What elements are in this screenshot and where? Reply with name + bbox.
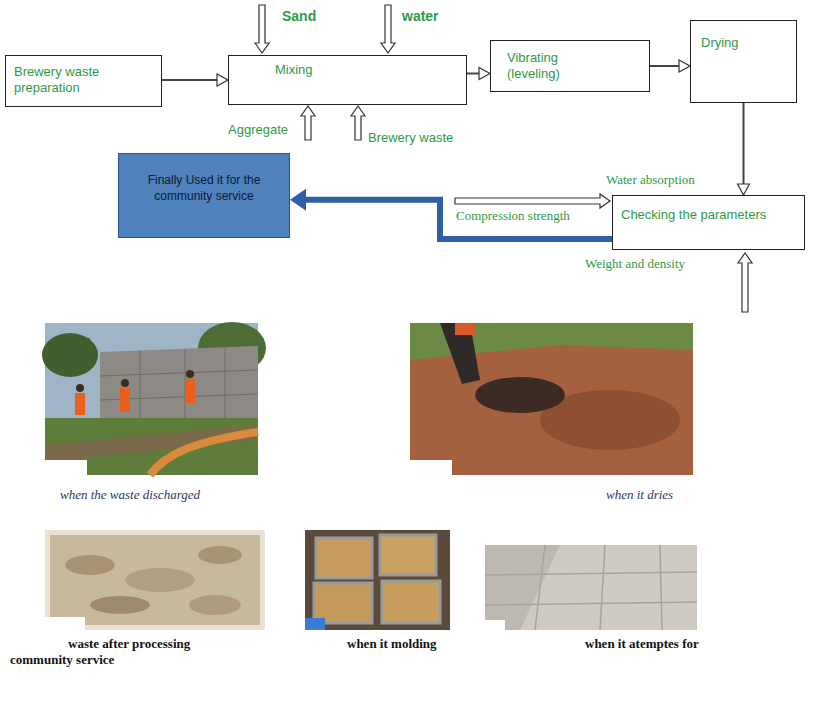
process-box: Drying (690, 20, 797, 103)
node-text: Vibrating (leveling) (507, 50, 597, 82)
input-arrows (255, 5, 752, 312)
node-text: Brewery waste preparation (14, 64, 153, 96)
process-box: Vibrating (leveling) (490, 40, 650, 92)
photo-caption: when it molding (347, 636, 437, 652)
flow-arrow (467, 73, 479, 75)
photo-caption: when it dries (606, 487, 673, 503)
node-text: Finally Used it for the community servic… (129, 172, 279, 204)
photo-caption: waste after processing (68, 636, 190, 652)
weight-arrow (738, 253, 752, 312)
process-box: Brewery waste preparation (5, 55, 162, 107)
process-box: Checking the parameters (612, 195, 805, 250)
node-text: Drying (701, 35, 788, 51)
node-text: Mixing (275, 62, 458, 78)
flow-arrow (743, 103, 745, 184)
node-text: Checking the parameters (621, 207, 796, 223)
compression-arrow (455, 194, 610, 208)
photo-caption: when it atemptes for community service (10, 636, 755, 668)
photo-caption: when the waste discharged (60, 487, 200, 503)
process-box: Mixing (228, 55, 467, 105)
block-arrow (306, 200, 612, 239)
input-label: Aggregate (228, 122, 288, 138)
sand-arrow (255, 5, 269, 53)
photo-molding (305, 530, 450, 630)
input-label: water (402, 8, 439, 24)
parameter-label: Weight and density (585, 256, 685, 272)
photo-discharge (42, 322, 266, 475)
photo-dried (410, 323, 693, 475)
brewery-waste-arrow (351, 106, 365, 140)
flow-arrow (650, 65, 679, 67)
photo-processed-waste (45, 530, 265, 630)
output-box: Finally Used it for the community servic… (118, 153, 290, 238)
aggregate-arrow (301, 106, 315, 140)
input-label: Sand (282, 8, 316, 24)
input-label: Brewery waste (368, 130, 453, 146)
parameter-label: Compression strength (456, 208, 570, 224)
flow-arrow (162, 79, 217, 81)
water-arrow (381, 5, 395, 53)
parameter-label: Water absorption (606, 172, 695, 188)
photo-tiles (485, 545, 697, 630)
